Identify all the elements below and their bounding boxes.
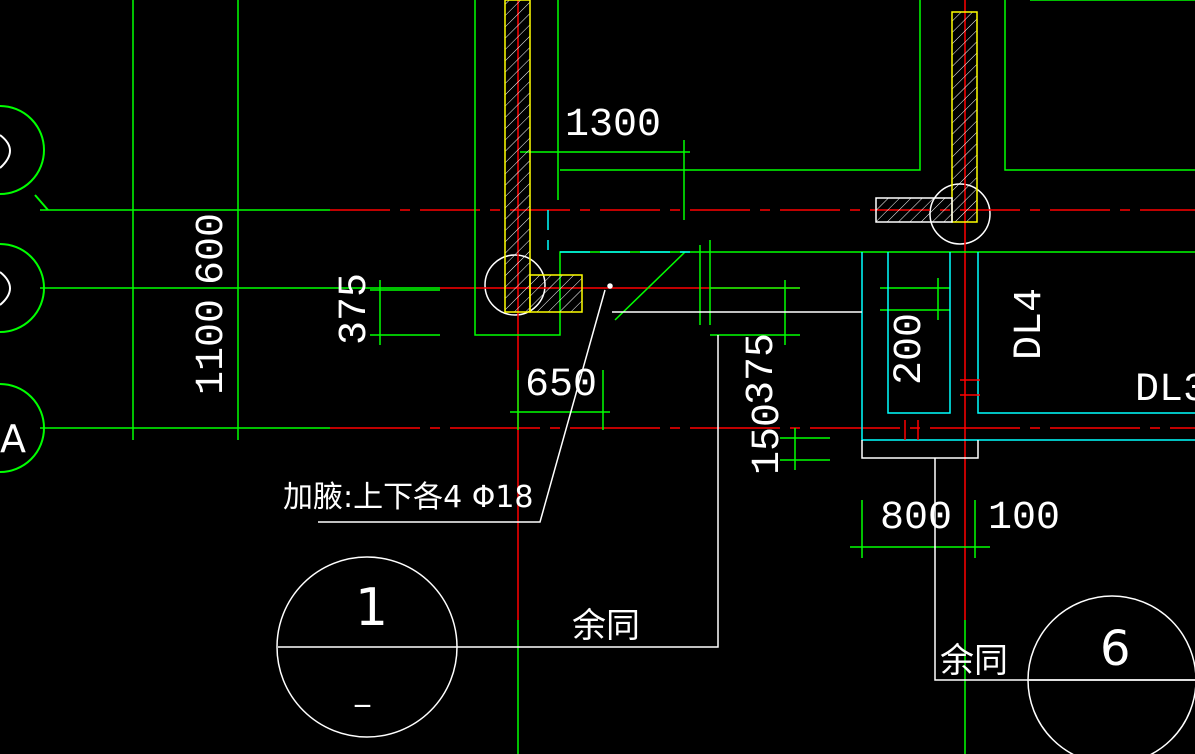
axis-glyph-middle — [0, 271, 11, 306]
dim-1300: 1300 — [565, 103, 661, 148]
dim-150: 150 — [746, 403, 791, 475]
beam-lines — [547, 210, 1195, 441]
dim-1100: 1100 — [190, 299, 235, 395]
label-dl4: DL4 — [1008, 288, 1053, 360]
dim-100: 100 — [988, 496, 1060, 541]
green-lines — [40, 0, 1195, 754]
detail-mark-6 — [1027, 595, 1195, 754]
axis-bubbles — [0, 105, 991, 473]
dim-800: 800 — [880, 496, 952, 541]
label-rest-same-1: 余同 — [572, 606, 640, 646]
axis-lines — [330, 0, 1195, 620]
wall-right-stub — [875, 197, 953, 223]
label-rest-same-2: 余同 — [940, 641, 1008, 681]
dim-600: 600 — [190, 213, 235, 285]
dim-375-right: 375 — [740, 333, 785, 405]
dim-375-left: 375 — [333, 273, 378, 345]
axis-glyph-upper — [0, 134, 11, 169]
dim-200: 200 — [888, 313, 933, 385]
detail-mark-1-sheet: _ — [354, 673, 371, 708]
label-haunch-note: 加腋:上下各4 Φ18 — [283, 480, 534, 515]
detail-mark-1 — [276, 556, 458, 738]
dim-650: 650 — [525, 363, 597, 408]
axis-bubble-middle — [0, 243, 45, 333]
wall-left-stub — [529, 274, 583, 313]
axis-label-a: A — [0, 417, 26, 461]
wall-left — [504, 0, 531, 313]
axis-bubble-upper — [0, 105, 45, 195]
wall-right — [951, 11, 978, 223]
detail-mark-6-number: 6 — [1100, 621, 1131, 677]
walls — [504, 0, 978, 313]
detail-mark-1-number: 1 — [355, 578, 388, 638]
label-dl3: DL3 — [1135, 368, 1195, 413]
